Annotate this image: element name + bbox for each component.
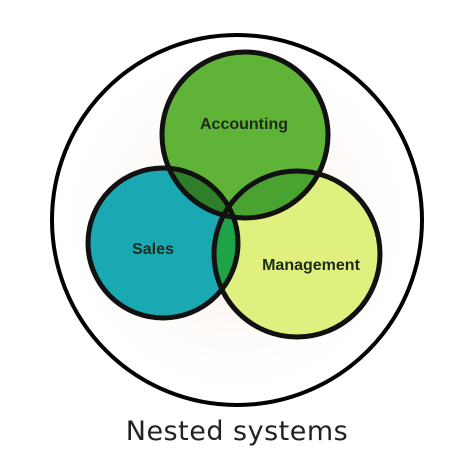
accounting-label: Accounting bbox=[200, 116, 288, 133]
diagram-caption: Nested systems bbox=[125, 416, 349, 447]
accounting-outline bbox=[159, 49, 331, 221]
management-label: Management bbox=[262, 257, 360, 274]
sales-label: Sales bbox=[132, 241, 174, 258]
sales-outline bbox=[85, 165, 241, 321]
management-outline bbox=[211, 168, 383, 340]
outer-container-circle bbox=[50, 33, 424, 407]
accounting-management-overlap bbox=[214, 171, 328, 218]
